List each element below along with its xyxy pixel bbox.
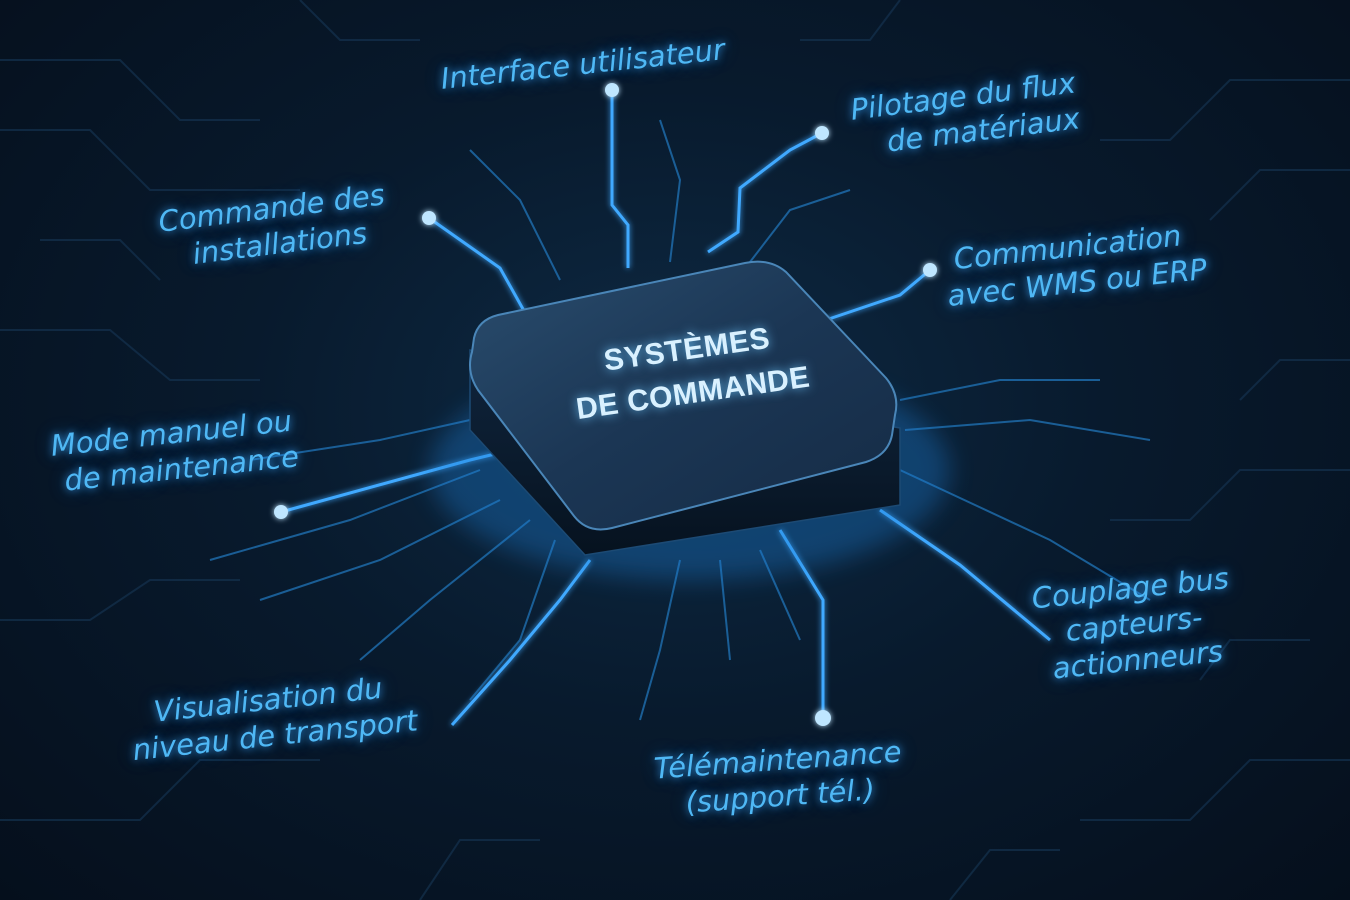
dot-mode-manuel: [274, 505, 288, 519]
endpoint-dots: [274, 83, 937, 726]
label-couplage: Couplage bus capteurs- actionneurs: [1030, 560, 1238, 688]
dot-communication: [923, 263, 937, 277]
trace-interface: [610, 90, 630, 268]
dot-interface: [605, 83, 619, 97]
trace-commande: [428, 216, 530, 319]
trace-visualisation: [450, 559, 592, 726]
central-chip: [469, 260, 901, 556]
dot-commande: [422, 211, 436, 225]
dot-pilotage: [815, 126, 829, 140]
trace-pilotage: [707, 131, 823, 254]
dot-telemaintenance: [815, 710, 831, 726]
trace-communication: [819, 268, 931, 324]
chip-top: [469, 260, 898, 531]
